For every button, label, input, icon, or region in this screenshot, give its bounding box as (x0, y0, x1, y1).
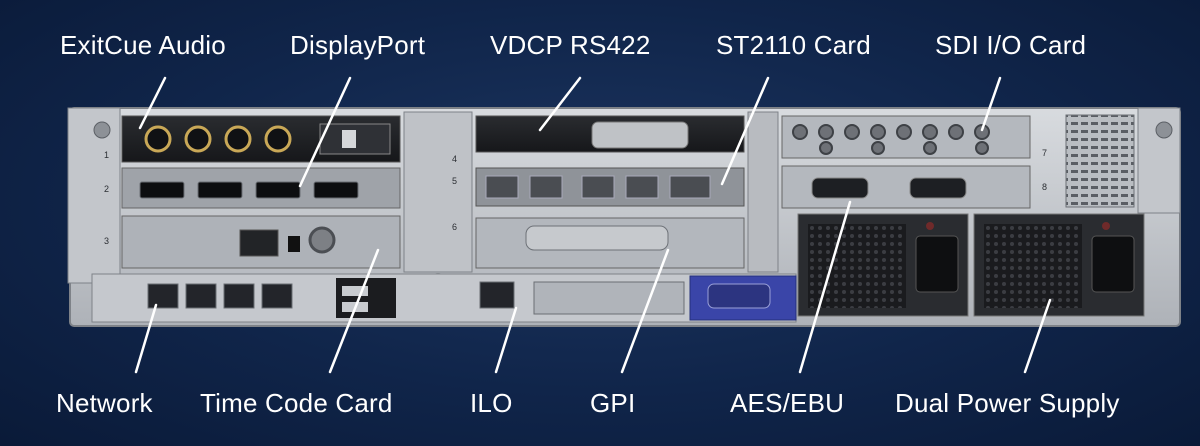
label-time-code-card: Time Code Card (200, 388, 393, 418)
slot-number-2: 2 (104, 184, 109, 194)
slot-numbers: 1 2 3 4 5 6 7 8 (104, 148, 1047, 246)
middle-riser-cards (475, 115, 745, 269)
left-riser-cards (121, 115, 401, 269)
slot-number-7: 7 (1042, 148, 1047, 158)
label-vdcp-rs422: VDCP RS422 (490, 30, 651, 60)
rear-io-strip (91, 273, 797, 323)
label-sdi-io-card: SDI I/O Card (935, 30, 1087, 60)
label-displayport: DisplayPort (290, 30, 426, 60)
label-st2110-card: ST2110 Card (716, 30, 871, 60)
slot-number-3: 3 (104, 236, 109, 246)
slot-number-8: 8 (1042, 182, 1047, 192)
label-gpi: GPI (590, 388, 636, 418)
label-network: Network (56, 388, 153, 418)
slot-number-5: 5 (452, 176, 457, 186)
label-ilo: ILO (470, 388, 513, 418)
slot-number-6: 6 (452, 222, 457, 232)
label-aes-ebu: AES/EBU (730, 388, 845, 418)
slot-number-4: 4 (452, 154, 457, 164)
slot-number-1: 1 (104, 150, 109, 160)
label-exitcue-audio: ExitCue Audio (60, 30, 226, 60)
label-dual-power-supply: Dual Power Supply (895, 388, 1120, 418)
